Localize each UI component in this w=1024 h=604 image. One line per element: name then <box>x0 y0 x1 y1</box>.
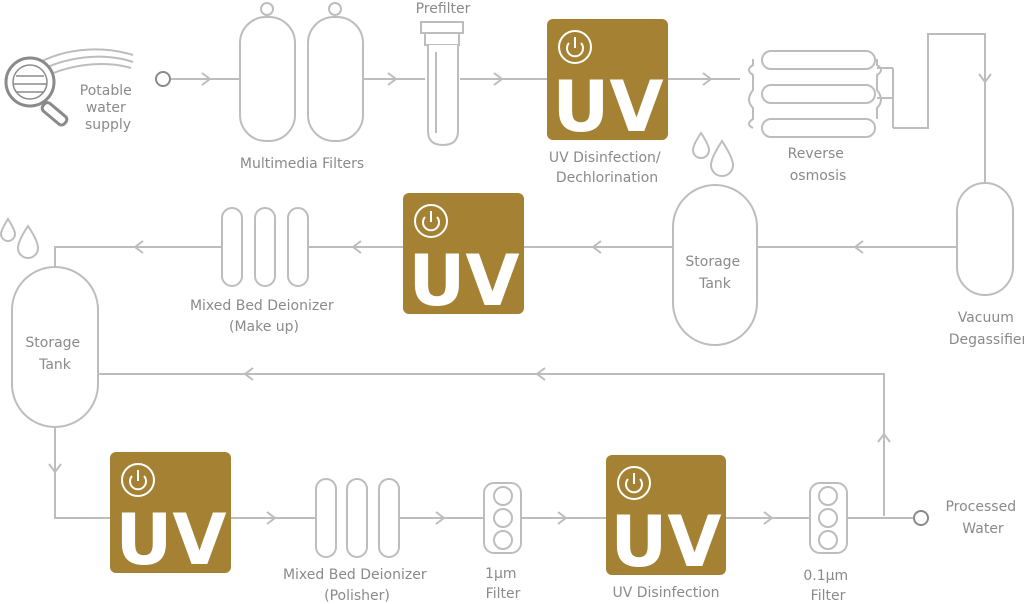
pipes <box>54 33 986 519</box>
filter01-label-line2: Filter <box>811 588 846 604</box>
svg-text:Reverse osmosis: Reverse osmosis <box>788 146 849 184</box>
potable-water-supply: Potable water supply <box>4 48 171 133</box>
multimedia-filters: Multimedia Filters <box>239 2 364 172</box>
filter1-label-line1: 1µm <box>485 566 516 582</box>
arrow-icon <box>387 72 398 86</box>
makeup-label-line2: (Make up) <box>229 319 299 335</box>
uv-dechlor-label-line2: Dechlorination <box>556 170 658 186</box>
uv-disinfection-unit: UV UV Disinfection <box>606 455 726 601</box>
power-icon <box>617 466 651 500</box>
processed-label-line2: Water <box>962 521 1004 537</box>
arrow-icon <box>493 72 504 86</box>
arrow-icon <box>243 367 254 381</box>
polisher-label-line1: Mixed Bed Deionizer <box>283 567 427 583</box>
makeup-label-line1: Mixed Bed Deionizer <box>190 298 334 314</box>
uv-text: UV <box>610 501 721 583</box>
multimedia-label: Multimedia Filters <box>240 156 364 172</box>
arrow-icon <box>978 73 992 84</box>
svg-text:Mixed Bed Deionizer (Pol: Mixed Bed Deionizer (Polisher) <box>283 567 431 604</box>
mixed-bed-deionizer-makeup: Mixed Bed Deionizer (Make up) <box>190 207 338 335</box>
arrow-icon <box>201 72 212 86</box>
arrow-icon <box>763 511 774 525</box>
storage-tank-1: Storage Tank <box>672 131 758 346</box>
uv-unit-2: UV <box>403 193 524 322</box>
tank1-label-line2: Tank <box>698 276 732 292</box>
droplet-icon <box>709 139 735 177</box>
prefilter: Prefilter <box>416 1 471 147</box>
arrow-icon <box>535 367 546 381</box>
degassifier-label-line1: Vacuum <box>958 310 1014 326</box>
filter-01um: 0.1µm Filter <box>803 482 852 604</box>
svg-text:Potable water supp: Potable water supply <box>80 83 136 133</box>
prefilter-label: Prefilter <box>416 1 471 17</box>
degassifier-label-line2: Degassifier <box>949 332 1024 348</box>
outlet-node <box>913 510 929 526</box>
uv-dechlor-label-line1: UV Disinfection/ <box>549 150 661 166</box>
droplet-icon <box>691 131 711 159</box>
uv-unit-3: UV <box>110 452 231 581</box>
power-icon <box>558 30 592 64</box>
arrow-icon <box>133 240 144 254</box>
uv-text: UV <box>552 66 663 148</box>
processed-label-line1: Processed <box>945 499 1016 515</box>
power-icon <box>414 204 448 238</box>
filter01-label-line1: 0.1µm <box>803 568 848 584</box>
arrow-icon <box>266 511 277 525</box>
storage-tank-2: Storage Tank <box>0 217 99 428</box>
mixed-bed-deionizer-polisher: Mixed Bed Deionizer (Polisher) <box>283 478 431 604</box>
arrow-icon <box>591 240 602 254</box>
ro-label-line2: osmosis <box>790 168 847 184</box>
svg-text:Processed Water: Processed Water <box>945 499 1020 537</box>
filter1-label-line2: Filter <box>486 586 521 602</box>
arrow-icon <box>702 72 713 86</box>
potable-label-line3: supply <box>85 117 131 133</box>
vacuum-degassifier: Vacuum Degassifier <box>949 182 1024 348</box>
arrow-icon <box>351 240 362 254</box>
svg-text:Storage Tank: Storage Tank <box>25 335 84 373</box>
processed-water-outlet: Processed Water <box>913 499 1020 537</box>
droplet-icon <box>16 224 40 259</box>
arrow-icon <box>48 463 62 474</box>
magnifier-icon <box>4 48 134 127</box>
inlet-node <box>155 71 171 87</box>
uv-dechlorination-unit: UV UV Disinfection/ Dechlorination <box>547 19 668 186</box>
reverse-osmosis: Reverse osmosis <box>748 50 894 184</box>
uv-disinfection-label: UV Disinfection <box>612 585 719 601</box>
filter-1um: 1µm Filter <box>483 482 522 602</box>
flow-arrows <box>48 72 992 525</box>
svg-text:Storage Tank: Storage Tank <box>685 254 744 292</box>
power-icon <box>121 463 155 497</box>
uv-text: UV <box>408 240 519 322</box>
potable-label-line2: water <box>86 100 126 116</box>
ro-label-line1: Reverse <box>788 146 844 162</box>
tank1-label-line1: Storage <box>685 254 740 270</box>
svg-text:1µm Filter: 1µm Filter <box>485 566 521 602</box>
arrow-icon <box>853 240 864 254</box>
arrow-icon <box>557 511 568 525</box>
arrow-icon <box>435 511 446 525</box>
svg-text:Mixed Bed Deionizer (Mak: Mixed Bed Deionizer (Make up) <box>190 298 338 335</box>
tank2-label-line1: Storage <box>25 335 80 351</box>
arrow-icon <box>877 432 891 443</box>
polisher-label-line2: (Polisher) <box>324 588 390 604</box>
tank2-label-line2: Tank <box>38 357 72 373</box>
uv-text: UV <box>115 499 226 581</box>
svg-text:Vacuum Degassifier: Vacuum Degassifier <box>949 310 1024 348</box>
potable-label-line1: Potable <box>80 83 132 99</box>
droplet-icon <box>0 217 17 242</box>
svg-text:UV Disinfection/ Dechlor: UV Disinfection/ Dechlorination <box>549 150 665 186</box>
svg-text:0.1µm Filter: 0.1µm Filter <box>803 568 852 604</box>
